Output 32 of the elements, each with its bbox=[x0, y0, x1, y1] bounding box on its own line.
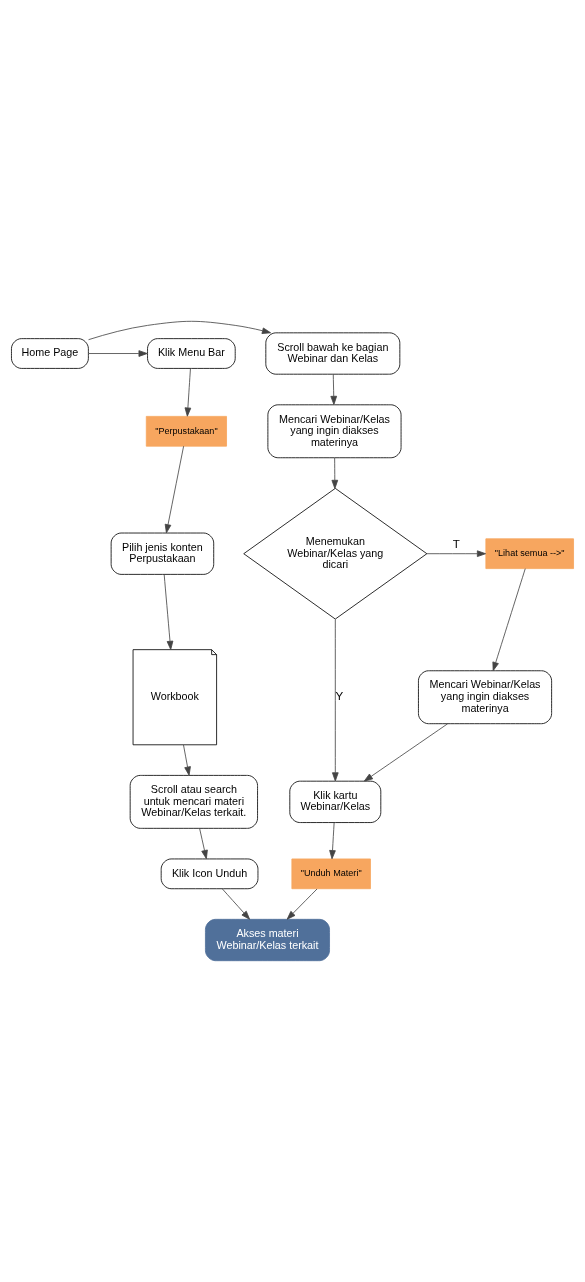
arrow bbox=[329, 822, 336, 860]
edge-label: Y bbox=[335, 690, 344, 703]
arrow bbox=[184, 368, 192, 417]
arrow bbox=[163, 574, 174, 650]
node-box: Klik kartu Webinar/Kelas bbox=[289, 780, 382, 823]
node-box: Pilih jenis konten Perpustakaan bbox=[110, 532, 215, 575]
node-box: "Perpustakaan" bbox=[145, 415, 227, 447]
node-box: "Unduh Materi" bbox=[291, 858, 371, 890]
node-box: Home Page bbox=[11, 338, 89, 369]
arrow bbox=[363, 723, 449, 782]
node-box: Mencari Webinar/Kelas yang ingin diakses materinya bbox=[267, 404, 402, 459]
arrow bbox=[286, 888, 318, 920]
node-box: Klik Menu Bar bbox=[147, 338, 236, 369]
node-diamond: Menemukan Webinar/Kelas yang dicari bbox=[243, 487, 428, 620]
arrow bbox=[199, 828, 208, 860]
arrow bbox=[331, 457, 339, 489]
node-box: Akses materi Webinar/Kelas terkait bbox=[205, 918, 330, 962]
arrow bbox=[330, 373, 338, 405]
arrow bbox=[492, 568, 526, 672]
node-box: "Lihat semua -->" bbox=[485, 538, 574, 569]
arrow bbox=[88, 350, 148, 357]
arrow bbox=[222, 888, 251, 920]
node-box: Scroll atau search untuk mencari materi Webinar/Kelas terkait. bbox=[129, 775, 258, 829]
node-box: Klik Icon Unduh bbox=[160, 858, 259, 890]
arrow bbox=[164, 445, 185, 534]
arrow bbox=[332, 618, 339, 782]
arrow bbox=[183, 744, 191, 776]
arrow bbox=[426, 550, 487, 557]
node-box: Scroll bawah ke bagian Webinar dan Kelas bbox=[265, 332, 401, 375]
arrow bbox=[88, 320, 272, 341]
edge-label: T bbox=[452, 538, 460, 551]
node-box: Mencari Webinar/Kelas yang ingin diakses materinya bbox=[418, 670, 553, 725]
